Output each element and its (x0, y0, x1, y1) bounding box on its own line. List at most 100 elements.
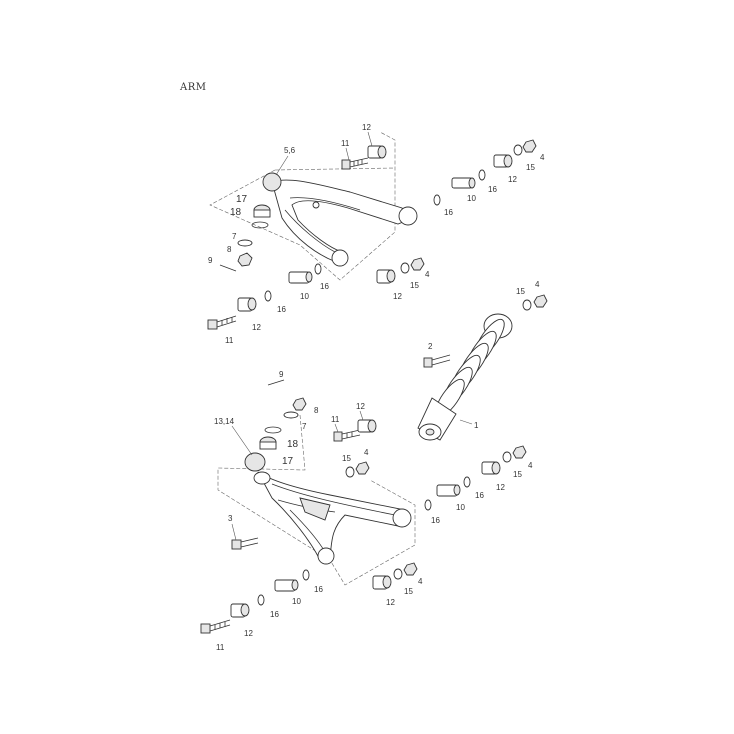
label-upper-16d: 16 (277, 305, 286, 314)
label-upper-4a: 4 (540, 153, 545, 162)
label-shock-2: 2 (428, 342, 433, 351)
label-upper-11: 11 (341, 139, 350, 148)
lower-nut-8 (292, 397, 307, 411)
upper-nut-4a (522, 139, 537, 153)
label-lower-12d: 12 (244, 629, 253, 638)
upper-a-arm (262, 172, 418, 267)
shock-absorber: 4 15 2 1 (417, 280, 548, 441)
lower-sleeve-10a (436, 484, 461, 497)
upper-washer-16c (314, 263, 322, 275)
lower-nut-4b (512, 445, 527, 459)
label-lower-9: 9 (279, 370, 284, 379)
label-lower-16a: 16 (475, 491, 484, 500)
label-lower-12a: 12 (356, 402, 365, 411)
label-lower-11b: 11 (216, 643, 225, 652)
label-lower-7: 7 (302, 422, 307, 431)
lower-a-arm (244, 452, 412, 565)
upper-sleeve-10b (288, 271, 313, 284)
label-shock-4: 4 (535, 280, 540, 289)
upper-sleeve-10a (451, 177, 476, 189)
upper-bushing-12c (376, 269, 396, 284)
lower-washer-16a (463, 476, 471, 488)
shock-nut-4 (533, 294, 548, 308)
upper-group-outline (209, 131, 396, 281)
label-lower-12b: 12 (496, 483, 505, 492)
upper-ring-18 (251, 221, 269, 229)
lower-nut-4c (403, 562, 418, 576)
label-lower-16b: 16 (431, 516, 440, 525)
lower-bushing-12d (230, 603, 250, 618)
upper-washer-16b (478, 169, 486, 181)
shock-bolt-2 (423, 354, 451, 368)
lower-washer-7 (283, 411, 299, 419)
label-lower-15a: 15 (342, 454, 351, 463)
shock-spring (435, 318, 505, 418)
lower-ring-18 (264, 426, 282, 434)
lower-bushing-12-top (357, 419, 377, 433)
label-lower-12c: 12 (386, 598, 395, 607)
lower-bushing-12c (372, 575, 392, 590)
upper-nut-8 (237, 252, 253, 267)
label-lower-4c: 4 (418, 577, 423, 586)
lower-nut-4a (355, 461, 370, 475)
lower-bolt-11-bottom (200, 619, 231, 634)
label-lower-3: 3 (228, 514, 233, 523)
lower-washer-16b (424, 499, 432, 511)
diagram-title: ARM (179, 82, 207, 93)
label-upper-10a: 10 (467, 194, 476, 203)
label-lower-10a: 10 (456, 503, 465, 512)
label-lower-16c: 16 (314, 585, 323, 594)
label-upper-12: 12 (362, 123, 371, 132)
label-lower-8: 8 (314, 406, 319, 415)
lower-bushing-12b (481, 461, 501, 475)
lower-pin-9 (267, 379, 285, 386)
lower-sleeve-10b (274, 579, 299, 592)
lower-arm-assembly: 9 8 7 18 17 13,14 11 12 15 4 4 15 12 16 … (200, 370, 533, 652)
label-upper-5-6: 5,6 (284, 146, 296, 155)
label-upper-12c: 12 (393, 292, 402, 301)
upper-bolt-11-top (341, 157, 369, 170)
label-lower-18: 18 (287, 439, 299, 450)
upper-pin-9 (219, 264, 237, 272)
label-upper-15b: 15 (410, 281, 419, 290)
lower-washer-16d (257, 594, 265, 606)
label-lower-15b: 15 (513, 470, 522, 479)
lower-washer-15c (393, 568, 403, 580)
upper-washer-15b (400, 262, 410, 274)
label-upper-7: 7 (232, 232, 237, 241)
lower-washer-15a (345, 466, 355, 478)
label-upper-16a: 16 (488, 185, 497, 194)
label-upper-10b: 10 (300, 292, 309, 301)
upper-arm-assembly: 12 11 5,6 17 18 7 8 9 4 15 12 16 10 16 4… (207, 123, 545, 345)
upper-bolt-11-bottom (207, 315, 237, 330)
label-lower-16d: 16 (270, 610, 279, 619)
shock-washer-15 (522, 299, 532, 311)
label-lower-4a: 4 (364, 448, 369, 457)
label-upper-16c: 16 (320, 282, 329, 291)
upper-washer-15a (513, 144, 523, 156)
label-lower-13-14: 13,14 (214, 417, 235, 426)
label-upper-12d: 12 (252, 323, 261, 332)
label-upper-17: 17 (236, 194, 248, 205)
upper-bushing-12-top (367, 145, 387, 159)
label-upper-8: 8 (227, 245, 232, 254)
label-upper-16b: 16 (444, 208, 453, 217)
upper-washer-16a (433, 194, 441, 206)
label-lower-17: 17 (282, 456, 294, 467)
upper-washer-16d (264, 290, 272, 302)
label-upper-18: 18 (230, 207, 242, 218)
upper-washer-7 (237, 239, 253, 247)
label-shock-15: 15 (516, 287, 525, 296)
label-upper-4b: 4 (425, 270, 430, 279)
label-upper-15a: 15 (526, 163, 535, 172)
label-lower-10b: 10 (292, 597, 301, 606)
label-lower-11a: 11 (331, 415, 340, 424)
lower-washer-16c (302, 569, 310, 581)
label-upper-11b: 11 (225, 336, 234, 345)
label-upper-9: 9 (208, 256, 213, 265)
lower-washer-15b (502, 451, 512, 463)
upper-bushing-12b (493, 154, 513, 168)
label-shock-1: 1 (474, 421, 479, 430)
lower-bolt-3 (231, 537, 259, 550)
